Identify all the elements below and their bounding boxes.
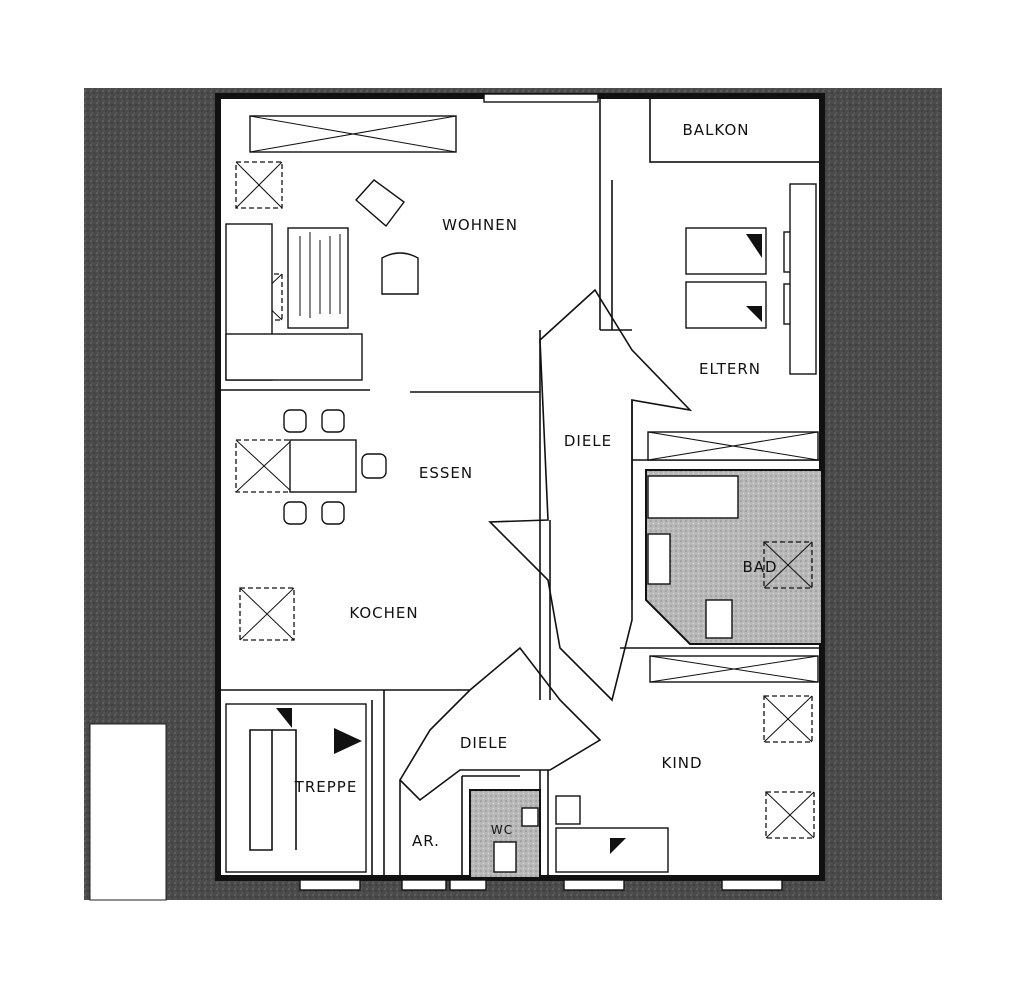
roof-zone-right <box>822 88 942 900</box>
essen-furniture <box>283 409 387 525</box>
kind-furniture <box>555 795 669 873</box>
eltern-furniture <box>685 183 817 375</box>
room-label-diele-lower: DIELE <box>460 734 508 752</box>
bath-fixtures <box>647 475 739 639</box>
cutout-block <box>89 723 167 901</box>
roof-zone-top <box>218 88 822 96</box>
diele-corridor-lower <box>398 646 602 802</box>
diele-corridor-upper <box>488 288 693 702</box>
room-label-wohnen: WOHNEN <box>442 216 518 234</box>
stairs <box>225 703 367 873</box>
room-label-treppe: TREPPE <box>294 778 358 796</box>
room-label-kind: KIND <box>661 754 702 772</box>
skylights <box>233 115 819 839</box>
room-label-bad: BAD <box>742 558 777 576</box>
wohnen-furniture <box>225 179 419 381</box>
room-label-essen: ESSEN <box>419 464 473 482</box>
room-label-diele-upper: DIELE <box>564 432 612 450</box>
stairs-direction-arrow-icon <box>334 728 362 754</box>
room-label-wc: WC <box>491 823 513 837</box>
wc-fixtures <box>493 807 539 873</box>
room-label-ar: AR. <box>412 832 440 850</box>
windows <box>299 93 783 891</box>
room-label-balkon: BALKON <box>683 121 750 139</box>
roof-zone-bottom <box>218 878 822 900</box>
room-label-eltern: ELTERN <box>699 360 761 378</box>
room-label-kochen: KOCHEN <box>349 604 418 622</box>
